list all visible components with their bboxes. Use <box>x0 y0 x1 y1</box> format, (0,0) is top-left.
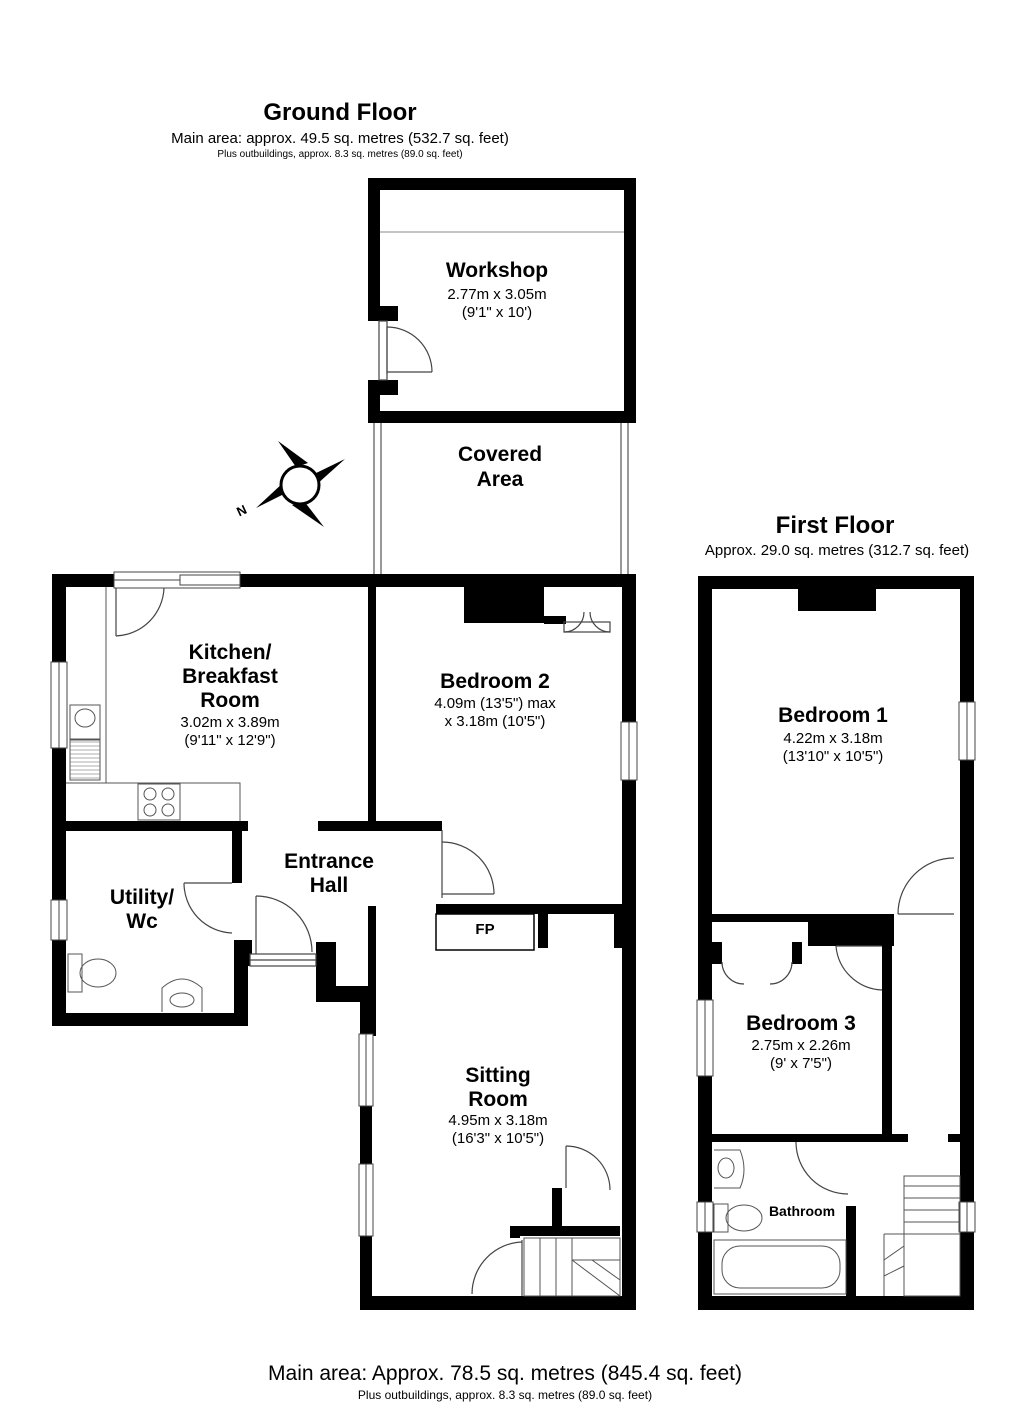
room-name-line3: Room <box>200 689 260 712</box>
room-name: Sitting <box>465 1064 531 1087</box>
room-dimensions-imperial: (9'1" x 10') <box>461 304 533 321</box>
room-name-line2: Wc <box>126 910 158 933</box>
bathroom-label: Bathroom <box>768 1203 836 1219</box>
room-dimensions: 3.02m x 3.89m <box>180 714 280 731</box>
room-name: Utility/ <box>109 886 175 909</box>
room-name: Entrance <box>284 850 374 873</box>
room-name-line2: Area <box>476 468 524 491</box>
ground-floor-doors <box>115 587 611 1296</box>
utility-fittings <box>67 953 203 1012</box>
fireplace-box <box>435 913 535 951</box>
kitchen-fittings <box>66 587 241 821</box>
ground-floor-main-area: Main area: approx. 49.5 sq. metres (532.… <box>171 130 509 147</box>
ground-floor-walls <box>52 574 636 1310</box>
room-dimensions-imperial: x 3.18m (10'5") <box>444 713 546 730</box>
ground-floor-windows <box>50 571 638 1237</box>
room-dimensions-imperial: (13'10" x 10'5") <box>782 748 884 765</box>
workshop-door <box>378 320 433 381</box>
room-dimensions-imperial: (9'11" x 12'9") <box>184 732 276 749</box>
total-outbuildings: Plus outbuildings, approx. 8.3 sq. metre… <box>357 1388 653 1402</box>
covered-area-posts <box>373 423 629 576</box>
first-floor-area: Approx. 29.0 sq. metres (312.7 sq. feet) <box>704 542 970 559</box>
ground-floor-stairs <box>523 1237 621 1297</box>
room-dimensions: 4.09m (13'5") max <box>434 695 556 712</box>
first-floor-walls <box>698 576 974 1310</box>
bathroom-fittings <box>713 1149 847 1295</box>
room-name: Covered <box>457 443 543 466</box>
fireplace-label: FP <box>475 921 495 938</box>
room-name: Bedroom 2 <box>440 670 550 693</box>
first-floor-stairs <box>883 1175 961 1297</box>
room-dimensions-imperial: (9' x 7'5") <box>770 1055 832 1072</box>
ground-floor-outbuildings: Plus outbuildings, approx. 8.3 sq. metre… <box>217 149 463 160</box>
total-main-area: Main area: Approx. 78.5 sq. metres (845.… <box>268 1362 742 1385</box>
room-dimensions: 2.75m x 2.26m <box>751 1037 851 1054</box>
ground-floor-title: Ground Floor <box>263 99 417 126</box>
room-dimensions-imperial: (16'3" x 10'5") <box>451 1130 545 1147</box>
first-floor-title: First Floor <box>775 512 895 539</box>
compass-rose <box>256 441 345 527</box>
workshop-structure <box>368 178 636 423</box>
room-name: Bedroom 3 <box>746 1012 856 1035</box>
room-name-line2: Hall <box>309 874 349 897</box>
room-name: Workshop <box>445 259 549 282</box>
room-dimensions: 4.22m x 3.18m <box>783 730 883 747</box>
room-dimensions: 2.77m x 3.05m <box>447 286 547 303</box>
room-name-line2: Breakfast <box>182 665 278 688</box>
first-floor-doors <box>721 857 955 1195</box>
room-name: Kitchen/ <box>188 641 272 664</box>
room-name-line2: Room <box>468 1088 528 1111</box>
first-floor-windows <box>696 701 976 1233</box>
room-name: Bedroom 1 <box>778 704 888 727</box>
room-dimensions: 4.95m x 3.18m <box>448 1112 548 1129</box>
